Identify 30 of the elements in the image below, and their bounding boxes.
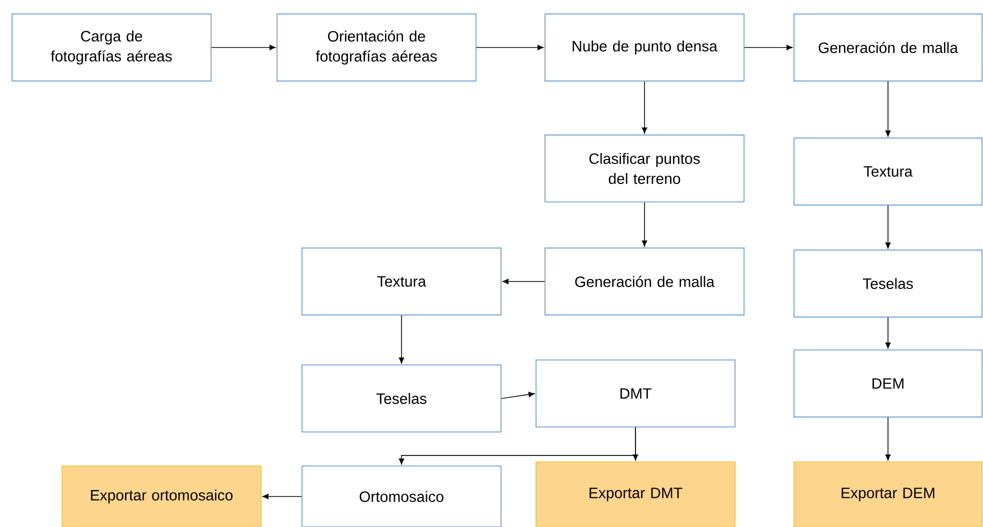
process-box: Orientación de fotografías aéreas [276,14,476,82]
process-box: Textura [794,138,982,206]
arrow [211,44,276,50]
arrow [632,427,638,460]
arrow [502,278,545,284]
export-box: Exportar DMT [536,462,736,527]
arrow [885,317,891,348]
arrow [744,44,792,50]
export-box: Exportar ortomosaico [62,466,262,527]
process-box: Generación de malla [794,14,982,82]
process-box: Generación de malla [544,248,744,316]
arrow [885,81,891,136]
process-box: Nube de punto densa [544,14,744,82]
process-box: Teselas [302,364,502,432]
process-box: DEM [794,350,982,418]
arrow [642,81,648,134]
process-box: Clasificar puntos del terreno [544,134,744,202]
process-box: DMT [536,360,736,428]
arrow [885,417,891,460]
process-box: Textura [302,248,502,316]
arrow [885,205,891,248]
arrow [398,315,404,364]
arrow [476,44,544,50]
process-box: Ortomosaico [302,466,502,527]
arrow [642,202,648,246]
arrow [262,494,302,500]
process-box: Carga de fotografías aéreas [12,14,212,82]
export-box: Exportar DEM [794,462,982,527]
arrow [501,392,535,399]
process-box: Teselas [794,250,982,318]
